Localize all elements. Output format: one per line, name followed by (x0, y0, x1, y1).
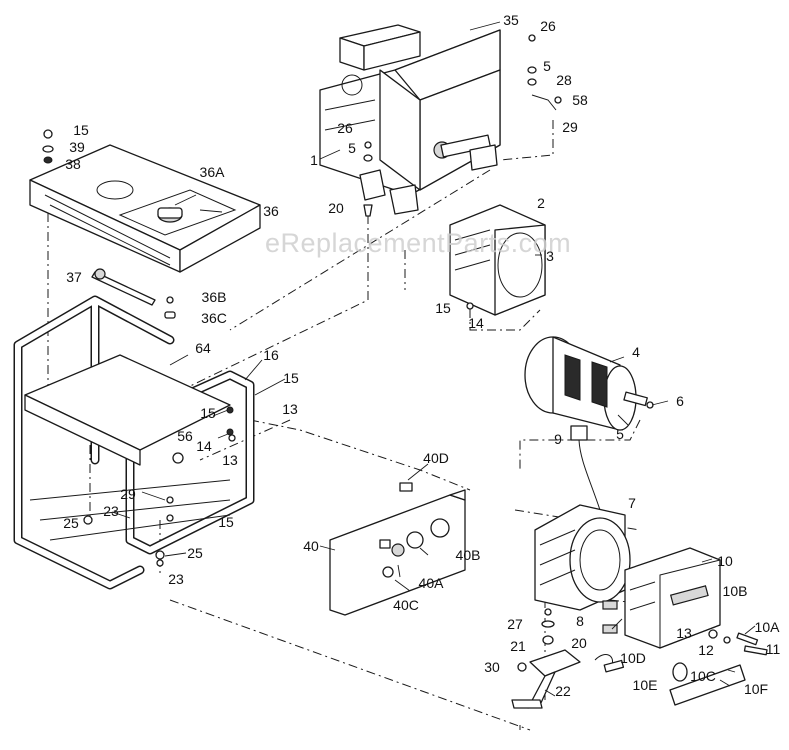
callout-7: 7 (628, 495, 636, 511)
callout-28: 28 (556, 72, 572, 88)
fuel-tank (29, 144, 261, 273)
callout-37: 37 (66, 269, 82, 285)
callout-36: 36 (263, 203, 279, 219)
brush-holder (570, 425, 601, 511)
callout-6: 6 (676, 393, 684, 409)
callout-13-frame-upper: 13 (282, 401, 298, 417)
callout-8: 8 (576, 613, 584, 629)
callout-15-frame-lower: 15 (218, 514, 234, 530)
callout-26-top: 26 (540, 18, 556, 34)
callout-11: 11 (765, 641, 781, 657)
callout-29-frame: 29 (120, 486, 136, 502)
callout-13-frame-lower: 13 (222, 452, 238, 468)
callout-27: 27 (507, 616, 523, 632)
callout-20-engine: 20 (328, 200, 344, 216)
callout-29-top: 29 (562, 119, 578, 135)
callout-5-top: 5 (543, 58, 551, 74)
stator (534, 504, 631, 634)
callout-21: 21 (510, 638, 526, 654)
callout-10e: 10E (632, 677, 658, 693)
watermark: eReplacementParts.com (265, 228, 572, 258)
callout-30: 30 (484, 659, 500, 675)
callout-38: 38 (65, 156, 81, 172)
callout-10b: 10B (722, 583, 748, 599)
callout-40: 40 (303, 538, 319, 554)
callout-5-engine: 5 (348, 140, 356, 156)
callout-14-frame: 14 (196, 438, 212, 454)
frame-hardware (83, 434, 236, 567)
callout-4: 4 (632, 344, 640, 360)
end-bell-hardware (594, 629, 768, 706)
callout-40a: 40A (418, 575, 444, 591)
callout-36a: 36A (199, 164, 225, 180)
callout-10d: 10D (620, 650, 646, 666)
callout-10c: 10C (690, 668, 716, 684)
callout-40d: 40D (423, 450, 449, 466)
callout-36c: 36C (201, 310, 227, 326)
callout-39: 39 (69, 139, 85, 155)
engine (319, 24, 501, 215)
leader-lines (111, 21, 756, 697)
callout-23-frame: 23 (103, 503, 119, 519)
callout-10: 10 (717, 553, 733, 569)
callout-13-endbell: 13 (676, 625, 692, 641)
callout-25-frame: 25 (63, 515, 79, 531)
callout-35: 35 (503, 12, 519, 28)
callout-10f: 10F (743, 681, 769, 697)
callout-56: 56 (177, 428, 193, 444)
callout-14-housing: 14 (468, 315, 484, 331)
tank-hardware (42, 129, 176, 319)
callout-9: 9 (554, 431, 562, 447)
callout-15-frame-upper: 15 (283, 370, 299, 386)
fan-housing (449, 204, 546, 316)
mount (511, 608, 581, 709)
callout-58: 58 (572, 92, 588, 108)
callout-12: 12 (698, 642, 714, 658)
end-bell (624, 547, 721, 649)
callout-40b: 40B (455, 547, 481, 563)
callout-64: 64 (195, 340, 211, 356)
rotor (524, 336, 654, 431)
callout-15-frame-mid: 15 (200, 405, 216, 421)
callout-3: 3 (546, 248, 554, 264)
fuel-line (91, 268, 156, 306)
callout-26-engine: 26 (337, 120, 353, 136)
callout-10a: 10A (754, 619, 780, 635)
callout-25-base: 25 (187, 545, 203, 561)
callout-40c: 40C (393, 597, 419, 613)
control-panel (329, 482, 466, 616)
callout-20-mount: 20 (571, 635, 587, 651)
callout-5-rotor: 5 (616, 426, 624, 442)
callout-36b: 36B (201, 289, 227, 305)
callout-15-housing: 15 (435, 300, 451, 316)
callout-23-base: 23 (168, 571, 184, 587)
callout-2: 2 (537, 195, 545, 211)
callout-15-tank: 15 (73, 122, 89, 138)
frame (13, 295, 255, 590)
callout-22: 22 (555, 683, 571, 699)
callout-16: 16 (263, 347, 279, 363)
callout-1: 1 (310, 152, 318, 168)
engine-hardware (363, 34, 562, 217)
